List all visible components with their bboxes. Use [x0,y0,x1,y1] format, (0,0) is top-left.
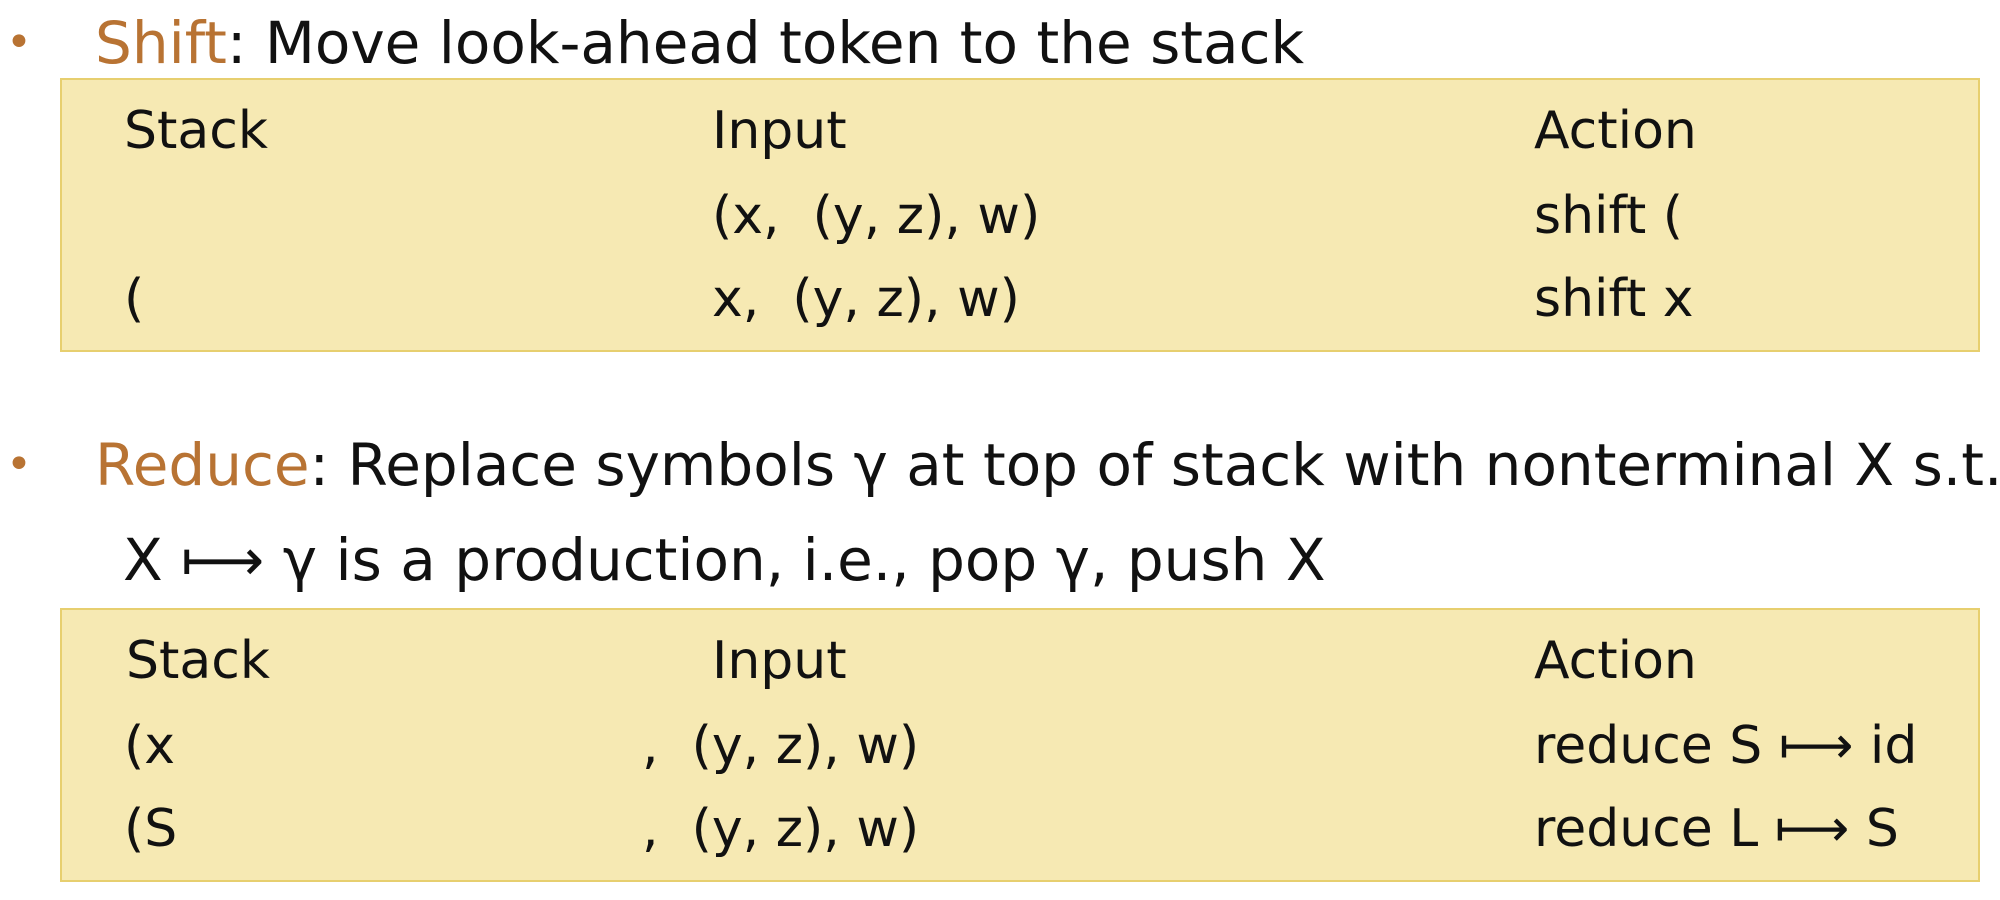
reduce-row-2-stack: (S [124,799,178,859]
shift-keyword: Shift [95,9,227,77]
shift-row-1-input: (x, (y, z), w) [712,186,1041,246]
reduce-row-2-action: reduce L ⟼ S [1534,799,1899,859]
shift-description: : Move look-ahead token to the stack [226,9,1305,77]
reduce-bullet-text: Reduce: Replace symbols γ at top of stac… [95,430,2000,500]
reduce-keyword: Reduce [95,431,310,499]
shift-row-2-action: shift x [1534,269,1694,329]
shift-row-2-input: x, (y, z), w) [712,269,1020,329]
reduce-bullet: • Reduce: Replace symbols γ at top of st… [0,430,2000,500]
shift-header-action: Action [1534,101,1697,161]
shift-table: Stack Input Action (x, (y, z), w) shift … [60,78,1980,352]
reduce-header-action: Action [1534,631,1697,691]
reduce-row-2-input: , (y, z), w) [642,799,920,859]
shift-header-input: Input [712,101,847,161]
shift-row-1-action: shift ( [1534,186,1684,246]
reduce-continuation: X ⟼ γ is a production, i.e., pop γ, push… [123,526,1326,594]
reduce-row-1-input: , (y, z), w) [642,716,920,776]
reduce-row-1-action: reduce S ⟼ id [1534,716,1918,776]
reduce-header-input: Input [712,631,847,691]
shift-bullet: • Shift: Move look-ahead token to the st… [0,8,2000,78]
shift-header-stack: Stack [124,101,268,161]
reduce-row-1-stack: (x [124,716,176,776]
reduce-description: : Replace symbols γ at top of stack with… [309,431,2000,499]
bullet-icon: • [6,439,32,490]
reduce-header-stack: Stack [126,631,270,691]
reduce-table: Stack Input Action (x , (y, z), w) reduc… [60,608,1980,882]
shift-bullet-text: Shift: Move look-ahead token to the stac… [95,8,1304,78]
bullet-icon: • [6,17,32,68]
shift-row-2-stack: ( [124,269,145,329]
